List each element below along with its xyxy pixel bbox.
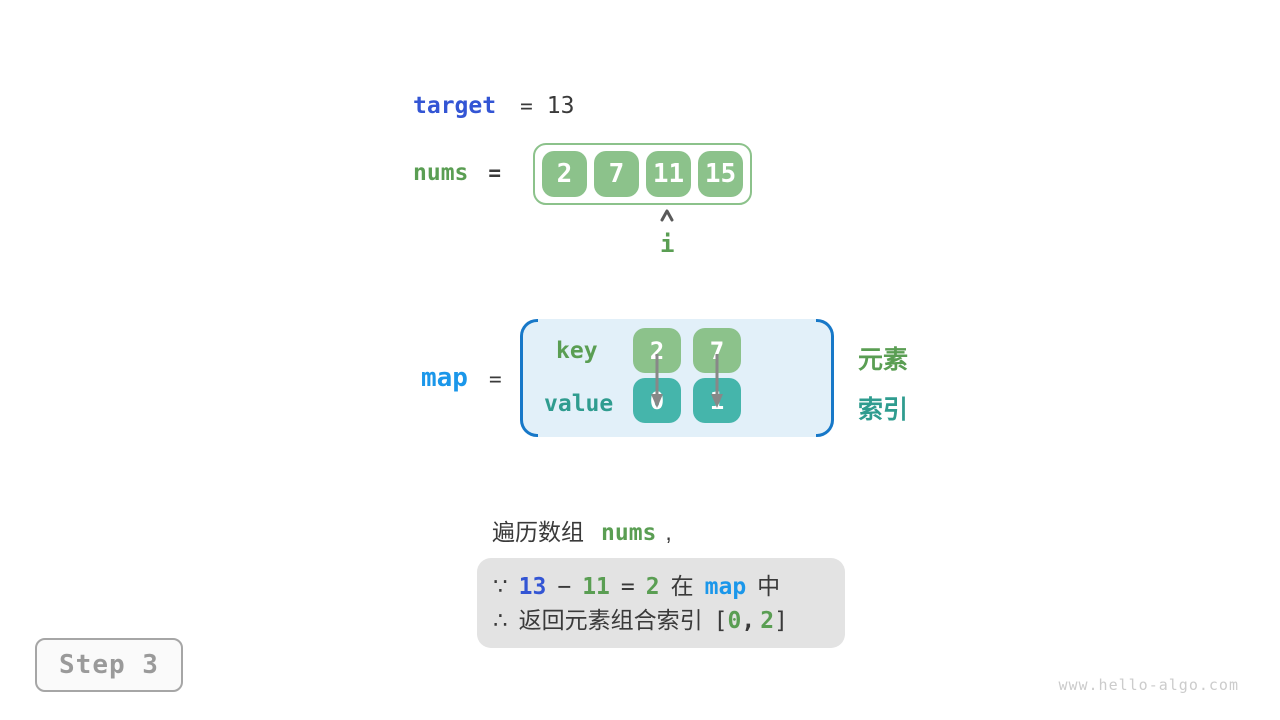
because-symbol: ∵	[493, 573, 508, 599]
nums-cell-1: 7	[594, 151, 639, 197]
map-bracket-right	[816, 319, 834, 437]
map-variable-name: map	[421, 363, 468, 393]
result-index-1: 0	[727, 608, 742, 634]
in-suffix: 中	[757, 573, 781, 599]
equals-sign: =	[520, 94, 533, 118]
chevron-up-icon	[660, 209, 674, 222]
therefore-symbol: ∴	[493, 607, 508, 633]
map-name-token: map	[704, 574, 747, 600]
target-assignment: target = 13	[413, 93, 574, 119]
nums-assignment: nums =	[413, 160, 501, 186]
bracket-open: [	[713, 608, 728, 634]
map-bracket-left	[520, 319, 538, 437]
target-value-token: 13	[518, 574, 547, 600]
nums-cell-2: 11	[646, 151, 691, 197]
index-pointer-label: i	[660, 230, 675, 258]
target-variable-name: target	[413, 93, 497, 119]
step-badge: Step 3	[35, 638, 183, 692]
caption-prefix: 遍历数组	[492, 519, 584, 545]
nums-variable-name: nums	[413, 160, 469, 186]
equals-sign: =	[488, 367, 502, 391]
return-text: 返回元素组合索引	[518, 607, 703, 633]
nums-array: 2 7 11 15	[533, 143, 752, 205]
watermark: www.hello-algo.com	[1058, 676, 1239, 694]
map-value-label: value	[544, 391, 614, 417]
conclusion-note: ∵ 13 − 11 = 2 在 map 中 ∴ 返回元素组合索引 [ 0 , 2…	[477, 558, 845, 648]
result-index-2: 2	[760, 608, 775, 634]
conclusion-line-1: ∵ 13 − 11 = 2 在 map 中	[493, 570, 845, 604]
comma: ,	[741, 608, 756, 634]
map-key-label: key	[556, 338, 598, 364]
caption-comma: ,	[665, 519, 672, 545]
diff-value-token: 2	[645, 574, 660, 600]
caption-line: 遍历数组 nums ,	[492, 513, 672, 547]
index-side-label: 索引	[858, 396, 909, 424]
map-assignment: map =	[421, 363, 502, 393]
target-value: 13	[546, 93, 575, 119]
current-value-token: 11	[582, 574, 610, 600]
nums-cell-3: 15	[698, 151, 743, 197]
in-prefix: 在	[670, 573, 694, 599]
conclusion-line-2: ∴ 返回元素组合索引 [ 0 , 2 ]	[493, 604, 845, 638]
equals-sign: =	[488, 161, 502, 185]
arrow-down-icon	[651, 354, 663, 408]
element-side-label: 元素	[858, 346, 909, 374]
bracket-close: ]	[774, 608, 788, 634]
arrow-down-icon	[711, 354, 723, 408]
nums-cell-0: 2	[542, 151, 587, 197]
equals-sign: =	[620, 574, 635, 600]
caption-code-nums: nums	[601, 520, 657, 546]
minus-sign: −	[557, 574, 572, 600]
map-container: key value 2 7 0 1	[520, 319, 834, 437]
